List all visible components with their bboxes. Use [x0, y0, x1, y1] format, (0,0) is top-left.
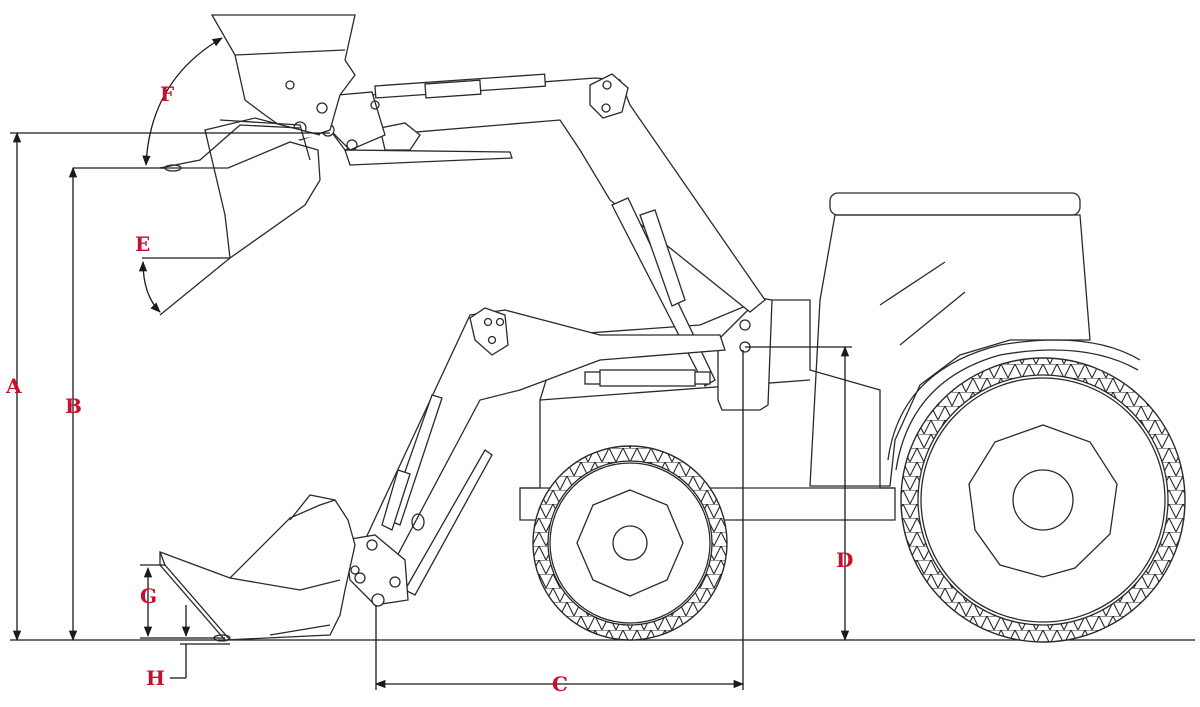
loader-lowered — [344, 307, 726, 607]
label-C: C — [552, 672, 568, 696]
label-D: D — [836, 548, 854, 572]
bucket-raised-level — [159, 117, 321, 316]
tractor-roof — [829, 192, 1081, 216]
label-B: B — [65, 394, 82, 418]
bucket-lowered — [159, 494, 360, 642]
label-H: H — [146, 666, 165, 690]
label-E: E — [135, 232, 151, 256]
front-wheel — [532, 445, 728, 641]
dim-F-arc — [142, 37, 223, 167]
label-G: G — [140, 584, 158, 608]
label-F: F — [160, 82, 175, 106]
tractor-cab — [809, 214, 1091, 487]
dim-E-arc — [138, 260, 161, 313]
rear-wheel — [900, 357, 1186, 643]
label-A: A — [6, 374, 22, 398]
rear-fender — [887, 339, 1141, 461]
tractor-hood — [519, 299, 896, 521]
